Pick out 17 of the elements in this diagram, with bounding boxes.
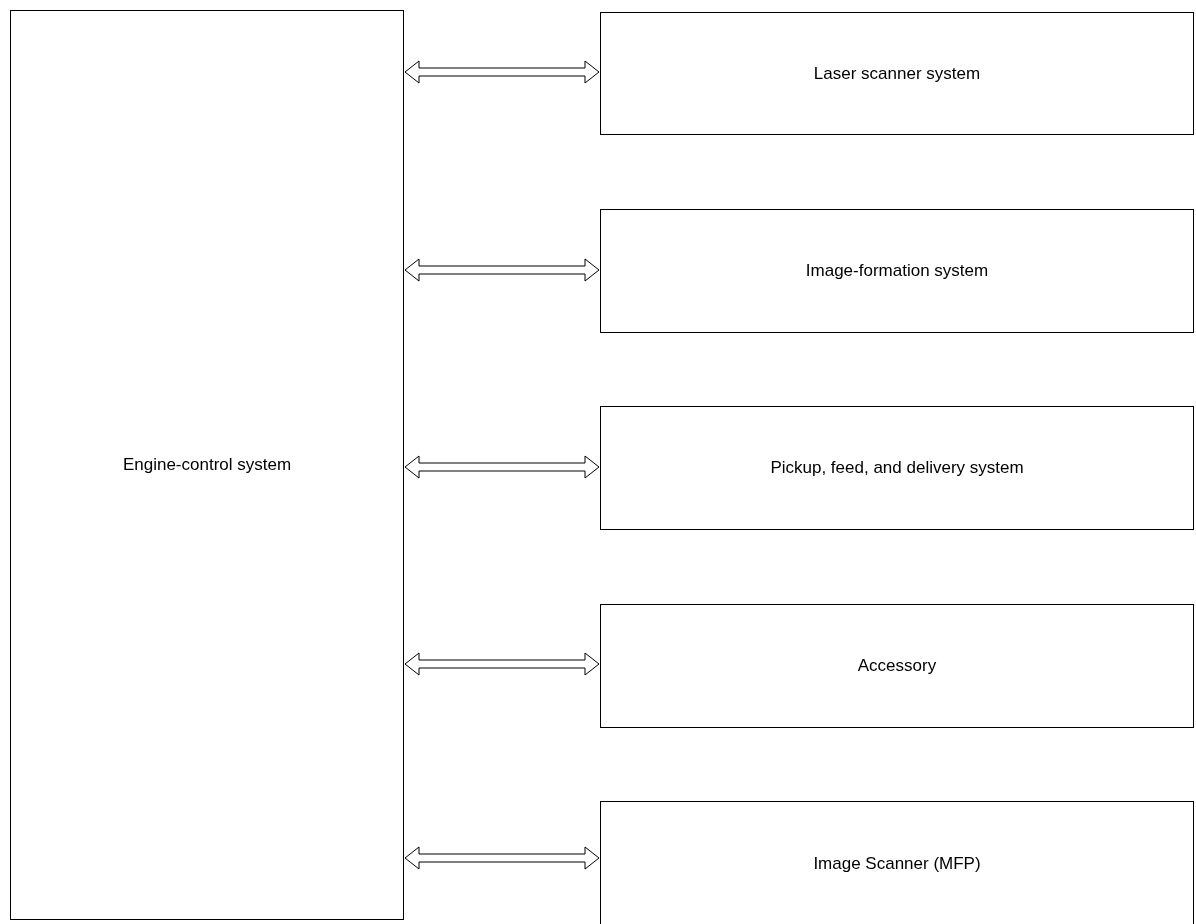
double-arrow <box>404 455 600 479</box>
box-label: Accessory <box>857 655 937 678</box>
double-arrow <box>404 258 600 282</box>
system-box <box>600 604 1194 728</box>
system-box <box>600 801 1194 924</box>
double-arrow <box>404 60 600 84</box>
box-label: Laser scanner system <box>813 62 981 85</box>
double-arrow <box>404 846 600 870</box>
system-box <box>600 406 1194 530</box>
box-label: Image-formation system <box>805 260 989 283</box>
double-arrow <box>404 652 600 676</box>
system-box <box>600 12 1194 135</box>
box-label: Pickup, feed, and delivery system <box>770 457 1024 480</box>
system-box <box>600 209 1194 333</box>
box-label: Engine-control system <box>122 454 292 477</box>
system-box <box>10 10 404 920</box>
box-label: Image Scanner (MFP) <box>813 853 981 876</box>
